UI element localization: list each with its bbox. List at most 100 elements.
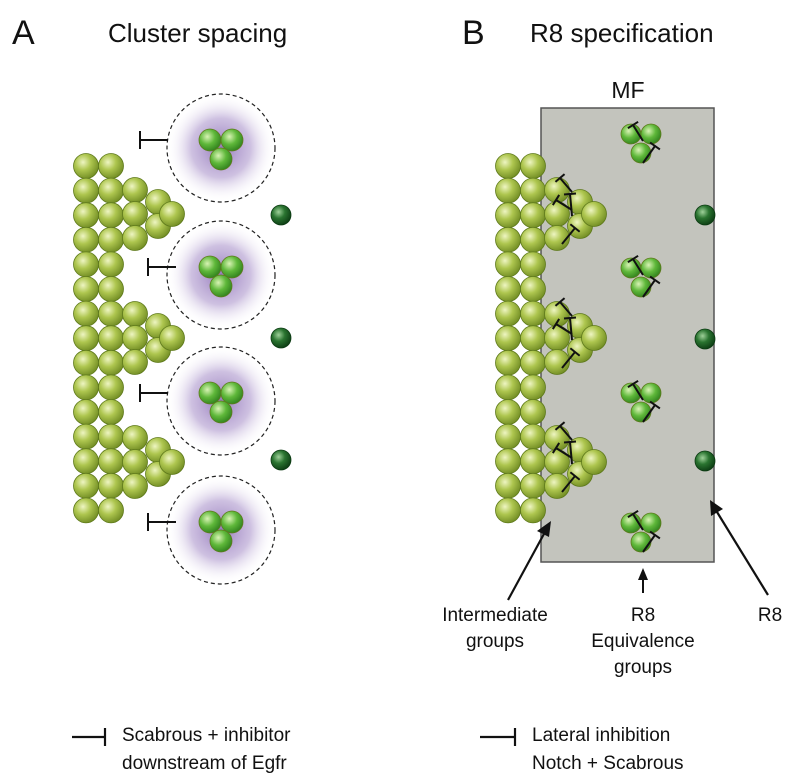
lateral-inhibition-mark xyxy=(627,509,644,531)
cell xyxy=(98,497,124,524)
cell xyxy=(73,251,99,278)
proneural-cluster xyxy=(198,381,244,424)
cluster-cell xyxy=(640,257,662,279)
cell xyxy=(495,399,521,425)
cell xyxy=(98,448,124,475)
r8-equivalence-group xyxy=(620,379,662,423)
cell xyxy=(73,399,99,425)
cell xyxy=(544,349,570,375)
panel-a-legend-line-2: downstream of Egfr xyxy=(122,753,287,774)
panel-b-legend: Lateral inhibition Notch + Scabrous xyxy=(480,725,684,774)
cell xyxy=(520,497,546,524)
cluster-cell xyxy=(220,381,244,405)
cell xyxy=(520,202,546,229)
panel-a-legend-line-1: Scabrous + inhibitor xyxy=(122,725,291,746)
lateral-inhibition-mark xyxy=(551,318,573,335)
lateral-inhibition-mark xyxy=(554,421,573,441)
lateral-inhibition-symbol-icon xyxy=(480,728,517,746)
label-intermediate-groups-line-1: Intermediate xyxy=(442,605,548,626)
panel-b-r8-cells xyxy=(694,204,716,472)
r8-cell xyxy=(694,328,716,350)
lateral-inhibition-mark xyxy=(554,297,573,317)
cell xyxy=(544,473,570,499)
inhibition-symbol-icon xyxy=(72,728,107,746)
r8-cell xyxy=(270,327,292,349)
intermediate-groups-arrow xyxy=(507,521,551,601)
lateral-inhibition-mark xyxy=(551,194,573,211)
cell xyxy=(73,202,99,229)
lateral-inhibition-mark xyxy=(561,223,581,245)
cluster-cell xyxy=(640,512,662,534)
cell xyxy=(73,448,99,475)
cluster-cell xyxy=(630,531,652,553)
label-equivalence-groups-line-3: groups xyxy=(614,657,672,678)
cluster-cell xyxy=(198,255,222,279)
proneural-cluster xyxy=(198,510,244,553)
proneural-cluster xyxy=(198,128,244,171)
cell xyxy=(122,449,148,475)
cell xyxy=(495,177,521,204)
cell xyxy=(122,325,148,351)
cell xyxy=(98,472,124,499)
cell xyxy=(73,472,99,499)
cell xyxy=(495,276,521,302)
lateral-inhibition-mark xyxy=(627,120,644,142)
inhibition-field xyxy=(139,346,276,456)
cell xyxy=(73,497,99,524)
cell xyxy=(159,325,185,351)
cell xyxy=(520,423,546,450)
cell xyxy=(520,276,546,302)
cell xyxy=(495,153,521,179)
cluster-cell xyxy=(209,400,233,424)
cell xyxy=(122,425,148,451)
cell xyxy=(520,153,546,179)
cluster-cell xyxy=(198,510,222,534)
cell xyxy=(495,226,521,253)
cell xyxy=(73,374,99,401)
panel-b-letter: B xyxy=(462,14,485,52)
panel-b-cell-field xyxy=(495,153,607,524)
cell xyxy=(98,153,124,179)
cluster-cell xyxy=(209,147,233,171)
lateral-inhibition-mark xyxy=(642,400,661,423)
r8-cell xyxy=(270,449,292,471)
panel-b-equivalence-groups xyxy=(620,120,662,553)
lateral-inhibition-mark xyxy=(554,173,573,193)
cell xyxy=(98,177,124,204)
cell xyxy=(98,300,124,327)
lateral-inhibition-mark xyxy=(563,316,577,341)
cell xyxy=(520,325,546,352)
intermediate-group xyxy=(544,421,607,499)
cell xyxy=(520,251,546,278)
lateral-inhibition-mark xyxy=(642,530,661,553)
lateral-inhibition-mark xyxy=(627,254,644,276)
cluster-cell xyxy=(630,401,652,423)
cluster-cell xyxy=(630,142,652,164)
cell xyxy=(159,201,185,227)
cell xyxy=(495,325,521,352)
cluster-cell xyxy=(209,529,233,553)
cluster-cell xyxy=(220,128,244,152)
cell xyxy=(73,325,99,352)
intermediate-group xyxy=(544,297,607,375)
r8-equivalence-group xyxy=(620,509,662,553)
cell xyxy=(122,349,148,375)
cell xyxy=(73,349,99,376)
panel-a-title: Cluster spacing xyxy=(108,18,287,48)
cell xyxy=(544,225,570,251)
cluster-cell xyxy=(198,128,222,152)
cell xyxy=(122,225,148,251)
cell xyxy=(73,423,99,450)
cell xyxy=(98,226,124,253)
cell xyxy=(122,301,148,327)
panel-a-cell-field xyxy=(73,153,185,524)
lateral-inhibition-mark xyxy=(627,379,644,401)
cell xyxy=(581,325,607,351)
r8-cell xyxy=(694,204,716,226)
label-equivalence-groups-line-1: R8 xyxy=(631,605,655,626)
cell xyxy=(122,201,148,227)
panel-a-legend: Scabrous + inhibitor downstream of Egfr xyxy=(72,725,291,774)
label-r8: R8 xyxy=(758,605,782,626)
cluster-cell xyxy=(630,276,652,298)
